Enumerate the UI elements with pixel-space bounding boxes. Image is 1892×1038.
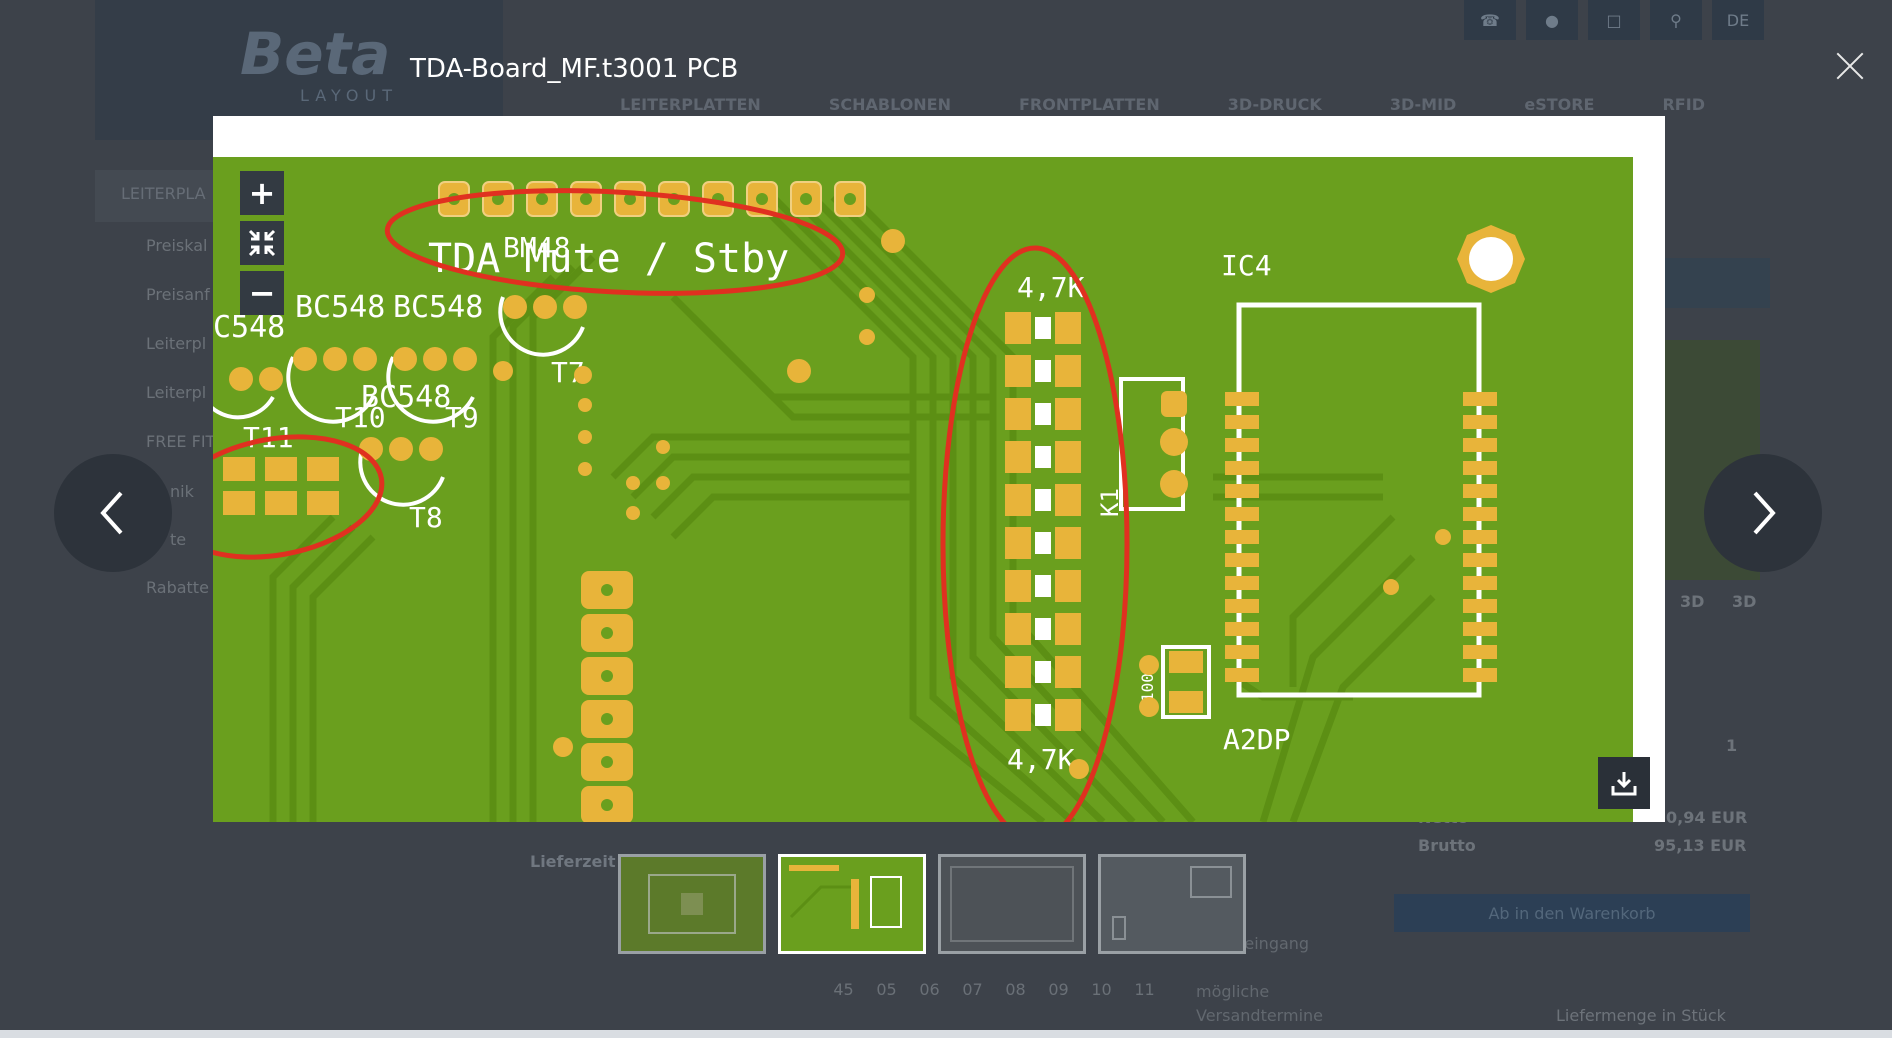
nav-item: LEITERPLATTEN: [620, 95, 761, 114]
cart-icon: □: [1588, 0, 1640, 40]
legend-item: Versandtermine: [1196, 1006, 1323, 1025]
sidebar-item: Leiterpl: [146, 334, 207, 353]
user-icon: ●: [1526, 0, 1578, 40]
nav-item: SCHABLONEN: [828, 95, 951, 114]
netto-value: 0,94 EUR: [1666, 808, 1748, 827]
zoom-in-button[interactable]: +: [240, 171, 284, 215]
fit-to-screen-button[interactable]: [240, 221, 284, 265]
thumbnail-pcb-bottom: [1101, 857, 1243, 951]
sidebar-item: nik: [170, 482, 194, 501]
nav-item: 3D-DRUCK: [1227, 95, 1322, 114]
next-image-button[interactable]: [1704, 454, 1822, 572]
search-icon: ⚲: [1650, 0, 1702, 40]
pcb-transistor-label: T10: [335, 401, 386, 434]
bottom-strip: [0, 1030, 1892, 1038]
calendar-day: 06: [919, 980, 940, 999]
thumbnail-pcb-3d: [941, 857, 1083, 951]
thumbnail-1[interactable]: [618, 854, 766, 954]
sidebar-item: FREE FIT: [146, 432, 216, 451]
calendar-day: 07: [962, 980, 983, 999]
language-selector: DE: [1712, 0, 1764, 40]
calendar-day: 09: [1048, 980, 1069, 999]
tab-3d: 3D: [1732, 592, 1757, 611]
thumbnail-3[interactable]: [938, 854, 1086, 954]
chevron-left-icon: [100, 491, 123, 535]
nav-item: FRONTPLATTEN: [1019, 95, 1160, 114]
delivery-label: Liefermenge in Stück: [1556, 1006, 1726, 1025]
tab-3d: 3D: [1680, 592, 1705, 611]
main-nav: LEITERPLATTEN SCHABLONEN FRONTPLATTEN 3D…: [620, 95, 1773, 114]
zoom-out-button[interactable]: −: [240, 271, 284, 315]
logo-text: Beta: [240, 20, 391, 88]
sidebar-heading: LEITERPLA: [95, 170, 215, 222]
brutto-value: 95,13 EUR: [1654, 836, 1747, 855]
image-viewer[interactable]: TDA Mute / Stby BM48 C548 BC548 BC548 BC…: [213, 116, 1665, 822]
pcb-bc548-label: BC548: [295, 290, 385, 325]
zoom-toolbar: + −: [240, 171, 284, 321]
chevron-right-icon: [1753, 491, 1776, 535]
top-icon-bar: ☎ ● □ ⚲ DE: [1464, 0, 1764, 40]
previous-image-button[interactable]: [54, 454, 172, 572]
calendar-day: 10: [1091, 980, 1112, 999]
lieferzeit-label: Lieferzeit: [530, 852, 616, 871]
sidebar-item: te: [170, 530, 187, 549]
legend-item: mögliche: [1196, 982, 1270, 1001]
pcb-header-text: TDA Mute / Stby: [428, 236, 789, 282]
compress-icon: [248, 229, 276, 257]
thumbnail-2[interactable]: [778, 854, 926, 954]
pcb-ic-label: IC4: [1221, 249, 1272, 282]
sidebar-item: Preisanf: [146, 285, 210, 304]
thumbnail-4[interactable]: [1098, 854, 1246, 954]
calendar-day: 11: [1134, 980, 1155, 999]
pcb-bc548-label: BC548: [393, 290, 483, 325]
logo-subtext: LAYOUT: [300, 86, 398, 105]
calendar-day: 05: [876, 980, 897, 999]
phone-icon: ☎: [1464, 0, 1516, 40]
close-button[interactable]: [1832, 48, 1868, 84]
sidebar-item: Leiterpl: [146, 383, 207, 402]
nav-item: 3D-MID: [1389, 95, 1457, 114]
quantity-value: 1: [1726, 736, 1738, 755]
calendar-day: 45: [833, 980, 854, 999]
nav-item: RFID: [1662, 95, 1705, 114]
pcb-drawing: TDA Mute / Stby BM48 C548 BC548 BC548 BC…: [213, 181, 1525, 822]
nav-item: eSTORE: [1524, 95, 1595, 114]
thumbnail-pcb-detail: [781, 857, 923, 951]
thumbnail-strip: [618, 854, 1246, 954]
modal-title: TDA-Board_MF.t3001 PCB: [410, 54, 739, 84]
download-icon: [1611, 772, 1637, 796]
brutto-label: Brutto: [1418, 836, 1476, 855]
pcb-resistor-bottom-label: 4,7K: [1007, 743, 1075, 776]
thumbnail-pcb-overview: [621, 857, 763, 951]
pcb-transistor-label: T8: [409, 501, 443, 534]
sidebar-item: Rabatte: [146, 578, 209, 597]
sidebar-item: Preiskal: [146, 236, 208, 255]
download-button[interactable]: [1598, 757, 1650, 809]
pcb-bc548-label: BC548: [361, 380, 451, 415]
pcb-image[interactable]: TDA Mute / Stby BM48 C548 BC548 BC548 BC…: [213, 157, 1633, 822]
calendar-day: 08: [1005, 980, 1026, 999]
pcb-bc548-label: C548: [213, 310, 285, 345]
add-to-cart-button: Ab in den Warenkorb: [1394, 894, 1750, 932]
pcb-module-label: A2DP: [1223, 723, 1290, 756]
calendar-days: 45 05 06 07 08 09 10 11: [822, 980, 1166, 999]
pcb-overlap-text: BM48: [503, 231, 570, 264]
